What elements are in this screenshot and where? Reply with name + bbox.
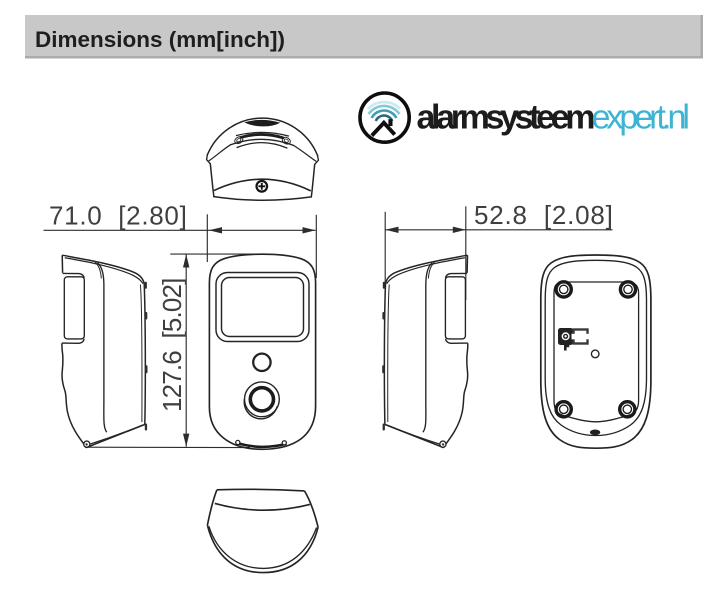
svg-text:127.6 [5.02]: 127.6 [5.02] bbox=[157, 278, 187, 412]
svg-text:52.8 [2.08]: 52.8 [2.08] bbox=[474, 200, 614, 230]
svg-text:Dimensions (mm[inch]): Dimensions (mm[inch]) bbox=[35, 27, 285, 52]
svg-text:expert.nl: expert.nl bbox=[592, 99, 689, 137]
svg-text:71.0 [2.80]: 71.0 [2.80] bbox=[49, 201, 188, 231]
svg-text:alarmsysteem: alarmsysteem bbox=[417, 99, 595, 137]
